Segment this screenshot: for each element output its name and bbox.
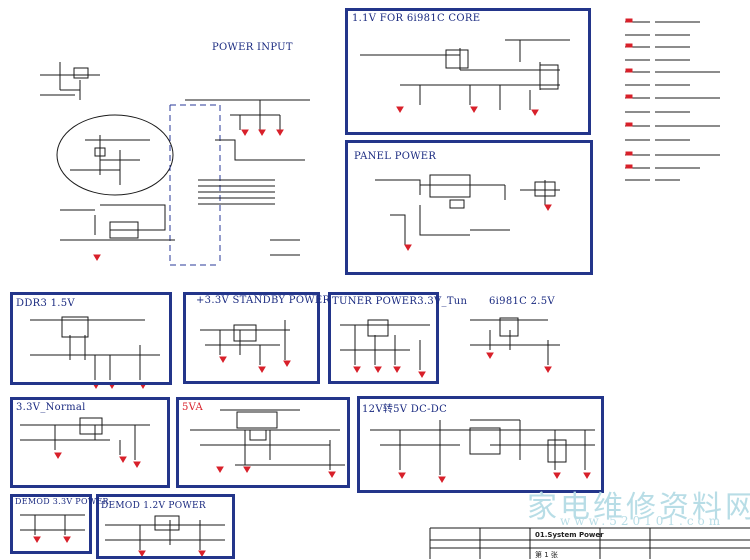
title-standby: +3.3V STANDBY POWER (196, 295, 331, 306)
title-tuner: TUNER POWER3.3V_Tun (332, 296, 468, 307)
title-demod33: DEMOD 3.3V POWER (15, 497, 109, 506)
title-5va: 5VA (182, 402, 204, 413)
title-core: 1.1V FOR 6i981C CORE (352, 13, 481, 24)
title-normal: 3.3V_Normal (16, 402, 86, 413)
block-tuner (328, 292, 439, 384)
title-ddr3: DDR3 1.5V (16, 298, 75, 309)
block-demod12 (96, 494, 235, 559)
title-panel: PANEL POWER (354, 151, 437, 162)
block-panel (345, 140, 593, 275)
title-power-input: POWER INPUT (212, 42, 293, 53)
block-core (345, 8, 591, 135)
title-2v5: 6i981C 2.5V (489, 296, 555, 307)
block-dcdc (357, 396, 604, 493)
block-normal (10, 397, 170, 488)
title-dcdc: 12V转5V DC-DC (362, 404, 448, 415)
block-ddr3 (10, 292, 172, 385)
watermark-text: 家电维修资料网 (527, 490, 750, 525)
block-standby (183, 292, 320, 384)
title-demod12: DEMOD 1.2V POWER (101, 501, 206, 511)
sheet-title: 01.System Power (535, 531, 604, 539)
sheet-page: 第 1 张 (535, 551, 558, 559)
watermark-url: www.520101.com (560, 514, 725, 528)
block-5va (176, 397, 350, 488)
block-demod33 (10, 494, 92, 554)
